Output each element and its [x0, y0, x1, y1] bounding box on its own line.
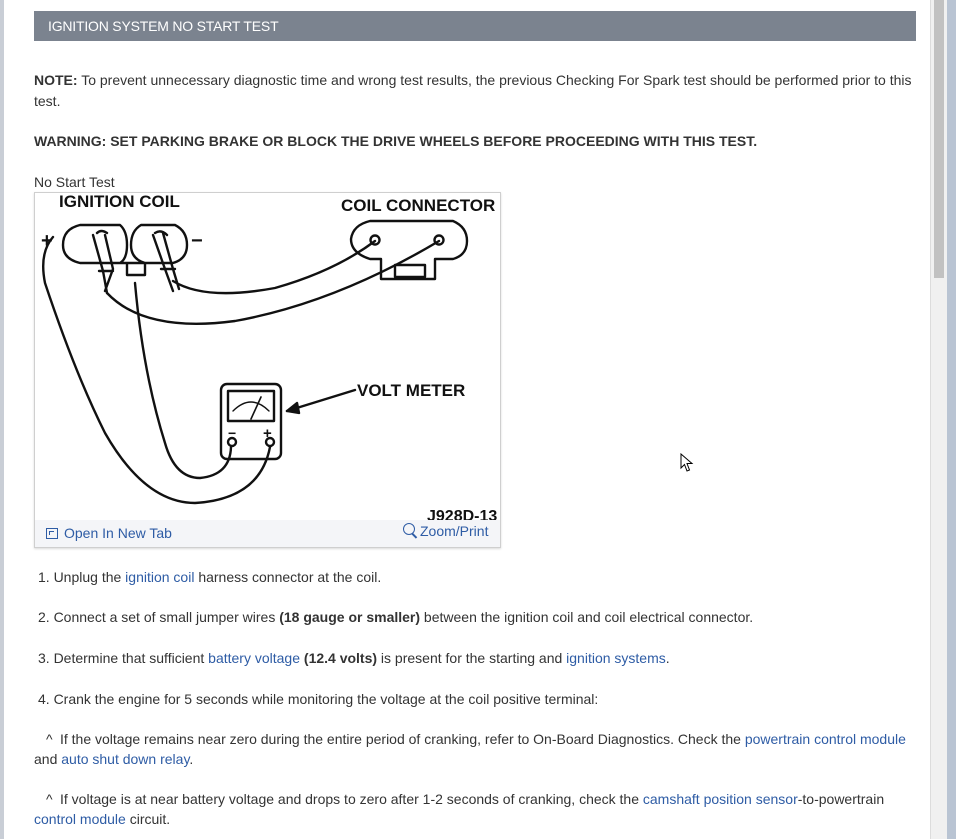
volt-meter-body: [219, 382, 283, 461]
caret-b: ^: [46, 791, 53, 807]
mouse-cursor-icon: [680, 453, 694, 472]
step-1-text-end: harness connector at the coil.: [194, 569, 382, 585]
new-tab-icon: [46, 528, 58, 539]
step-3-text-mid: is present for the starting and: [377, 650, 567, 666]
ignition-systems-link[interactable]: ignition systems: [566, 650, 666, 666]
auto-shut-down-relay-link[interactable]: auto shut down relay: [61, 751, 190, 767]
zoom-print-label: Zoom/Print: [420, 523, 489, 539]
warning-paragraph: WARNING: SET PARKING BRAKE OR BLOCK THE …: [34, 133, 758, 149]
note-label: NOTE:: [34, 72, 78, 88]
coil-connector-label: COIL CONNECTOR: [341, 196, 495, 215]
coil-minus-label: −: [191, 230, 203, 252]
zoom-print-link[interactable]: Zoom/Print: [403, 523, 488, 539]
caret-a: ^: [46, 731, 53, 747]
meter-lead-positive: [42, 235, 272, 505]
step-1-text: 1. Unplug the: [38, 569, 126, 585]
step-3-text: 3. Determine that sufficient: [38, 650, 209, 666]
open-in-new-tab-label: Open In New Tab: [64, 525, 172, 541]
ignition-coil-label: IGNITION COIL: [59, 193, 180, 211]
jumper-wire-1: [171, 239, 377, 295]
camshaft-position-sensor-link[interactable]: camshaft position sensor: [642, 791, 798, 807]
connector-pin-2: [433, 234, 445, 246]
meter-plus-label: +: [263, 425, 272, 442]
coil-plus-label: +: [41, 230, 53, 252]
coil-body: [61, 223, 189, 277]
step-3-text-end: .: [665, 650, 670, 666]
connector-latch: [393, 263, 427, 279]
step-2-text-end: between the ignition coil and coil elect…: [420, 609, 754, 625]
substep-a: ^ If the voltage remains near zero during…: [34, 729, 919, 769]
substep-b-end: circuit.: [125, 811, 171, 827]
zoom-icon: [403, 523, 415, 535]
step-1: 1. Unplug the ignition coil harness conn…: [38, 567, 918, 587]
clip-right: [151, 230, 181, 293]
figure-toolbar: [35, 520, 500, 547]
connector-pin-1: [369, 234, 381, 246]
open-in-new-tab-link[interactable]: Open In New Tab: [46, 525, 172, 541]
volt-meter-label: VOLT METER: [357, 381, 465, 400]
step-4: 4. Crank the engine for 5 seconds while …: [38, 691, 599, 707]
window-left-edge: [0, 0, 4, 839]
substep-b-mid: -to-powertrain: [797, 791, 885, 807]
meter-lead-negative: [133, 281, 233, 480]
step-3: 3. Determine that sufficient battery vol…: [38, 648, 918, 668]
coil-connector: [349, 219, 469, 281]
scrollbar-thumb[interactable]: [934, 0, 944, 278]
jumper-wire-2: [105, 239, 441, 325]
volt-meter-face: [226, 389, 276, 423]
step-3-bold: (12.4 volts): [303, 650, 378, 666]
meter-minus-label: −: [228, 425, 236, 441]
meter-terminal-positive: [264, 436, 276, 448]
figure-id-label: J928D-13: [427, 508, 497, 521]
figure-caption: No Start Test: [34, 174, 115, 190]
meter-terminal-negative: [226, 436, 238, 448]
substep-a-end: .: [189, 751, 194, 767]
no-start-test-figure[interactable]: IGNITION COIL COIL CONNECTOR VOLT METER …: [34, 192, 501, 548]
substep-a-text: If the voltage remains near zero during …: [60, 731, 745, 747]
vertical-scrollbar[interactable]: [930, 0, 947, 839]
step-2-bold: (18 gauge or smaller): [279, 609, 421, 625]
substep-b-text: If voltage is at near battery voltage an…: [60, 791, 643, 807]
ignition-coil-link[interactable]: ignition coil: [125, 569, 195, 585]
substep-b: ^ If voltage is at near battery voltage a…: [34, 789, 919, 829]
step-2: 2. Connect a set of small jumper wires (…: [38, 607, 918, 627]
substep-a-and: and: [34, 751, 62, 767]
powertrain-control-module-link[interactable]: powertrain control module: [744, 731, 906, 747]
control-module-link[interactable]: control module: [34, 811, 126, 827]
note-text: To prevent unnecessary diagnostic time a…: [34, 72, 912, 109]
battery-voltage-link[interactable]: battery voltage: [208, 650, 301, 666]
section-header: IGNITION SYSTEM NO START TEST: [34, 11, 916, 41]
wiring-diagram: IGNITION COIL COIL CONNECTOR VOLT METER …: [41, 193, 497, 521]
step-2-text: 2. Connect a set of small jumper wires: [38, 609, 280, 625]
clip-left: [91, 229, 115, 295]
window-right-edge: [947, 0, 956, 839]
note-paragraph: NOTE: To prevent unnecessary diagnostic …: [34, 70, 916, 112]
